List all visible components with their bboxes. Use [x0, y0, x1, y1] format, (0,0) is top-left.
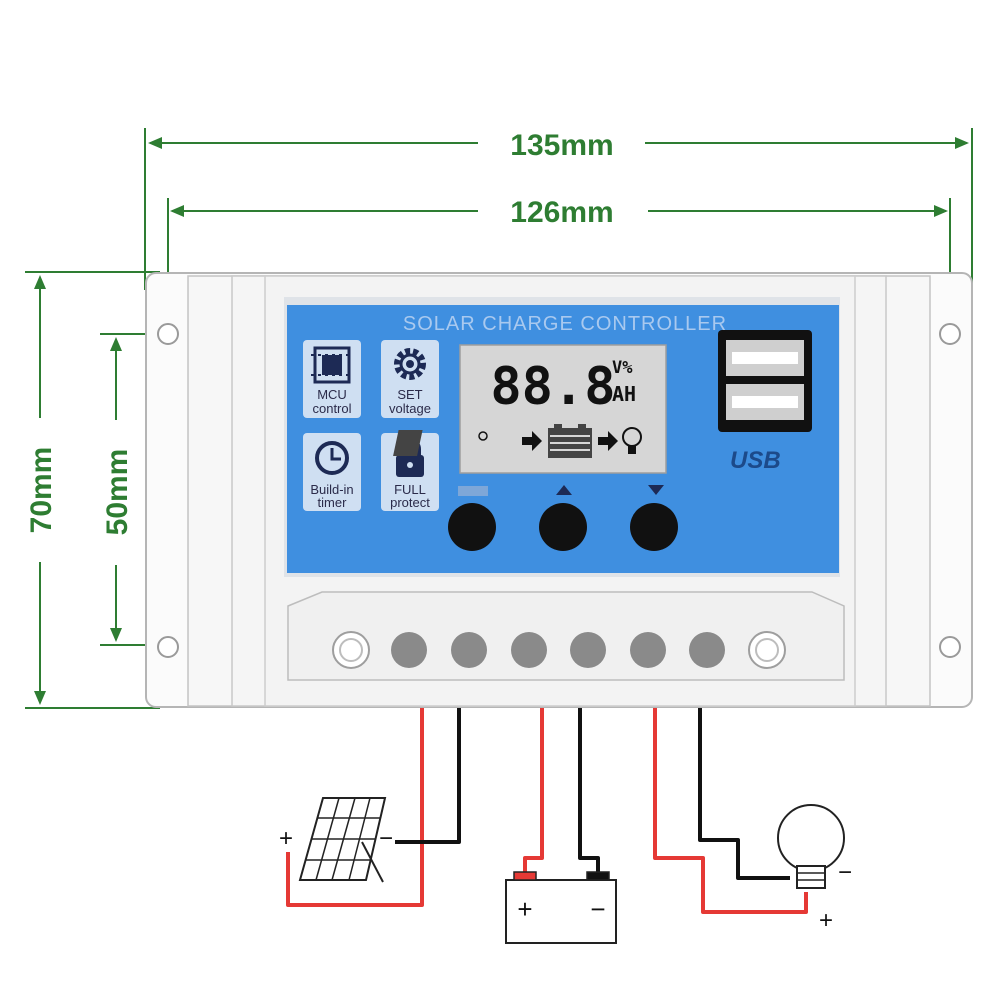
feature-set-line2: voltage	[389, 401, 431, 416]
solar-panel-icon	[298, 797, 387, 883]
terminal-load-negative	[689, 632, 725, 668]
wires	[286, 708, 808, 914]
usb-ports	[718, 330, 812, 432]
battery-minus-label: −	[590, 894, 605, 924]
lcd-digits: 88.8	[490, 357, 615, 417]
wire-battery-positive	[523, 708, 544, 874]
feature-protect-line1: FULL	[394, 482, 426, 497]
panel-title: SOLAR CHARGE CONTROLLER	[403, 313, 727, 335]
mount-width-label: 126mm	[510, 196, 613, 229]
battery-icon	[548, 424, 592, 458]
arrow-icon	[598, 431, 618, 451]
mount-hole-bottom-left	[157, 636, 179, 658]
solar-minus-label: −	[379, 825, 393, 852]
front-panel: SOLAR CHARGE CONTROLLER MCU control SET …	[284, 297, 840, 577]
terminal-solar-positive	[391, 632, 427, 668]
clock-icon	[315, 441, 349, 475]
load-plus-label: +	[819, 907, 833, 934]
battery-icon	[505, 871, 617, 944]
mount-hole-bottom-right	[939, 636, 961, 658]
mount-hole-top-left	[157, 323, 179, 345]
lcd-unit-top: V%	[612, 358, 633, 378]
gear-icon	[394, 348, 426, 380]
wire-solar-negative	[395, 708, 461, 844]
load-minus-label: −	[838, 859, 852, 886]
lcd-unit-bottom: AH	[612, 382, 636, 406]
feature-timer-line1: Build-in	[310, 482, 353, 497]
feature-set-line1: SET	[397, 387, 422, 402]
wire-load-negative	[698, 708, 790, 880]
wire-solar-positive	[286, 708, 424, 907]
terminal-battery-negative	[570, 632, 606, 668]
wire-battery-negative	[578, 708, 600, 874]
chip-icon	[311, 346, 353, 384]
usb-label: USB	[730, 447, 781, 474]
menu-button[interactable]	[448, 503, 496, 551]
feature-set-voltage: SET voltage	[381, 340, 439, 418]
solar-plus-label: +	[279, 825, 293, 852]
light-bulb-icon	[777, 804, 845, 889]
terminal-block	[287, 591, 845, 681]
outer-width-label: 135mm	[510, 129, 613, 162]
terminal-solar-negative	[451, 632, 487, 668]
feature-protect-line2: protect	[390, 495, 430, 510]
feature-mcu-control: MCU control	[303, 340, 361, 418]
button-symbols	[458, 485, 664, 496]
mount-height-label: 50mm	[101, 449, 134, 536]
arrow-icon	[522, 431, 542, 451]
terminal-load-positive	[630, 632, 666, 668]
dimension-lines	[25, 128, 973, 709]
feature-build-in-timer: Build-in timer	[303, 433, 361, 511]
lcd-display: 88.8 V% AH	[393, 344, 667, 474]
feature-timer-line2: timer	[318, 495, 348, 510]
sun-panel-icon	[393, 430, 488, 456]
bulb-icon	[622, 427, 642, 454]
mount-hole-top-right	[939, 323, 961, 345]
feature-mcu-line1: MCU	[317, 387, 347, 402]
feature-mcu-line2: control	[312, 401, 351, 416]
outer-height-label: 70mm	[25, 447, 58, 534]
down-button[interactable]	[630, 503, 678, 551]
wire-load-positive	[653, 708, 808, 914]
battery-plus-label: +	[517, 894, 532, 924]
up-button[interactable]	[539, 503, 587, 551]
terminal-battery-positive	[511, 632, 547, 668]
